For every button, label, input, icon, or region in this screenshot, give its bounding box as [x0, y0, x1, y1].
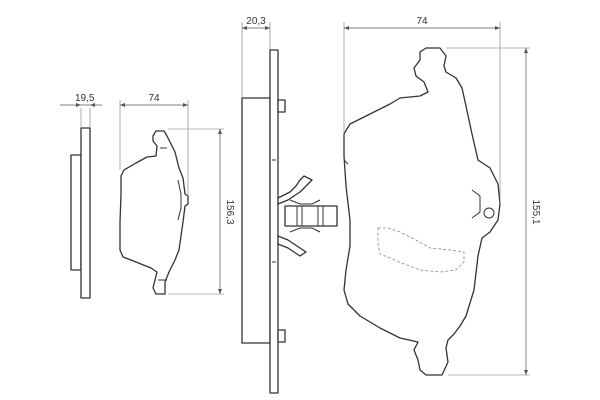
large-pad-width-label: 74 — [416, 16, 428, 27]
large-pad-friction-layer — [241, 97, 271, 344]
large-pad-width-dimension: 74 — [343, 16, 501, 204]
small-pad-backing-plate — [80, 127, 91, 299]
small-pad-thickness-dimension: 19,5 — [60, 93, 102, 128]
large-pad-thickness-dimension: 20,3 — [241, 16, 271, 98]
wear-clip-lower-spring — [277, 235, 307, 257]
lower-plate-tab — [277, 329, 286, 343]
large-pad-height-label: 155,1 — [530, 199, 541, 224]
small-pad-height-dimension: 156,3 — [168, 128, 235, 295]
large-pad-height-dimension: 155,1 — [446, 47, 541, 376]
wear-clip-upper-spring — [277, 175, 313, 205]
small-pad-height-label: 156,3 — [224, 199, 235, 224]
large-pad-thickness-label: 20,3 — [246, 16, 266, 27]
large-pad-backing-plate — [269, 49, 279, 394]
small-pad-side-view — [70, 127, 91, 299]
small-pad-front-view — [119, 130, 189, 295]
mounting-hole — [483, 207, 495, 219]
small-pad-plate-outline — [119, 130, 189, 295]
large-pad-front-view — [343, 47, 501, 376]
wear-clip-body — [284, 205, 338, 227]
large-pad-side-view — [241, 49, 286, 394]
upper-plate-tab — [277, 99, 286, 113]
small-pad-width-label: 74 — [148, 93, 160, 104]
wear-clip — [277, 175, 338, 257]
small-pad-friction-layer — [70, 154, 82, 271]
small-pad-width-dimension: 74 — [119, 93, 189, 196]
wear-zone-outline — [377, 227, 465, 273]
small-pad-thickness-label: 19,5 — [75, 93, 95, 104]
large-pad-plate-outline — [343, 47, 501, 376]
